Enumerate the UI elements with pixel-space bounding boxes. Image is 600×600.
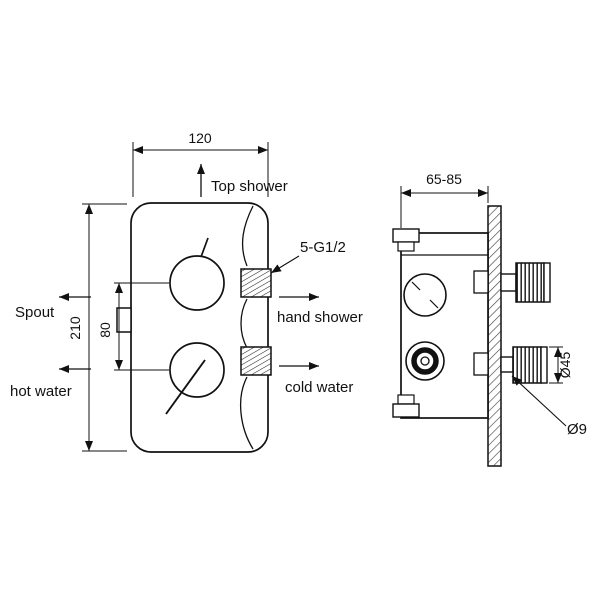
dimension-depth (400, 186, 489, 228)
bracket-step (397, 241, 415, 252)
upper-cartridge-circle (403, 273, 447, 317)
lower-shaft (500, 356, 514, 373)
cartridge-tick (411, 281, 421, 291)
dimension-height (82, 203, 127, 452)
bracket-plate (392, 403, 420, 418)
cover-profile-curve (240, 205, 254, 450)
upper-threaded-port (240, 268, 272, 298)
top-shower-label: Top shower (211, 178, 288, 195)
upper-knob-cap (543, 262, 551, 303)
dim-spacing-label: 80 (97, 322, 113, 338)
cartridge-tick (429, 299, 439, 309)
bracket-step (397, 394, 415, 405)
upper-handle (500, 262, 551, 303)
lower-knob-lever (165, 359, 206, 415)
wall-plate-hatch (487, 205, 502, 467)
dim-knob-diameter-label: Ø45 (557, 352, 573, 379)
wall-plate (487, 205, 502, 467)
side-view (392, 186, 567, 467)
cold-water-label: cold water (285, 379, 353, 396)
spout-label: Spout (15, 304, 55, 321)
dim-depth-label: 65-85 (426, 171, 462, 187)
lower-boss (473, 352, 489, 376)
valve-body (400, 232, 489, 419)
side-view-labels: 65-85 Ø45 Ø9 (426, 171, 587, 438)
lower-knob-cap (540, 346, 548, 384)
faceplate-body (130, 202, 269, 453)
dimension-knob-spacing (114, 282, 169, 371)
upper-knob-knurl (515, 262, 545, 303)
thread-leader-line (270, 255, 300, 274)
port-thread (240, 346, 272, 376)
top-mounting-bracket (392, 228, 420, 252)
front-view-labels: 120 210 80 Top shower Spout hand shower … (10, 130, 363, 400)
dimension-knob-diameter (549, 346, 563, 384)
profile-curve-segment (240, 298, 248, 349)
port-thread (240, 268, 272, 298)
upper-knob-lever (200, 237, 209, 258)
hot-water-label: hot water (10, 383, 72, 400)
lower-cartridge-center (420, 356, 430, 366)
dim-shaft-diameter-label: Ø9 (567, 421, 587, 438)
bracket-plate (392, 228, 420, 243)
lower-cartridge-knurl-ring (411, 347, 439, 375)
upper-boss (473, 270, 489, 294)
bottom-mounting-bracket (392, 394, 420, 418)
dim-height-label: 210 (67, 316, 83, 340)
lower-knob-knurl (512, 346, 542, 384)
upper-shaft (500, 273, 517, 292)
shaft-diameter-leader (511, 375, 567, 427)
profile-curve-segment (240, 376, 254, 450)
hand-shower-label: hand shower (277, 309, 363, 326)
profile-curve-segment (241, 205, 254, 267)
dimension-width (132, 142, 269, 197)
upper-knob (169, 255, 225, 311)
front-view (59, 142, 319, 453)
lower-threaded-port (240, 346, 272, 376)
thread-callout-label: 5-G1/2 (300, 239, 346, 256)
dim-width-label: 120 (188, 130, 212, 146)
lower-handle (500, 346, 548, 384)
